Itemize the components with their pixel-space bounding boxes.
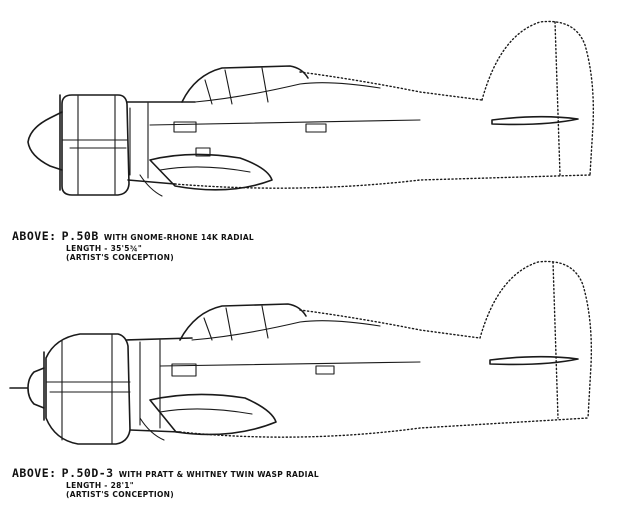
caption-top-note: (ARTIST'S CONCEPTION) bbox=[66, 252, 174, 262]
caption-top-lead: ABOVE: bbox=[12, 229, 57, 243]
caption-top-model: P.50B bbox=[61, 229, 99, 243]
caption-top-length: LENGTH - 35'5¾" bbox=[66, 243, 143, 253]
aircraft-top-profile bbox=[27, 20, 595, 197]
caption-bottom: ABOVE: P.50D-3 WITH PRATT & WHITNEY TWIN… bbox=[12, 463, 319, 499]
caption-top: ABOVE: P.50B WITH GNOME-RHONE 14K RADIAL… bbox=[12, 226, 254, 262]
caption-bottom-model: P.50D-3 bbox=[61, 466, 114, 480]
caption-bottom-engine: WITH PRATT & WHITNEY TWIN WASP RADIAL bbox=[118, 470, 319, 479]
caption-bottom-lead: ABOVE: bbox=[12, 466, 57, 480]
caption-bottom-length: LENGTH - 28'1" bbox=[66, 480, 134, 490]
caption-bottom-note: (ARTIST'S CONCEPTION) bbox=[66, 489, 174, 499]
caption-top-engine: WITH GNOME-RHONE 14K RADIAL bbox=[103, 233, 255, 242]
aircraft-bottom-profile bbox=[9, 260, 593, 445]
